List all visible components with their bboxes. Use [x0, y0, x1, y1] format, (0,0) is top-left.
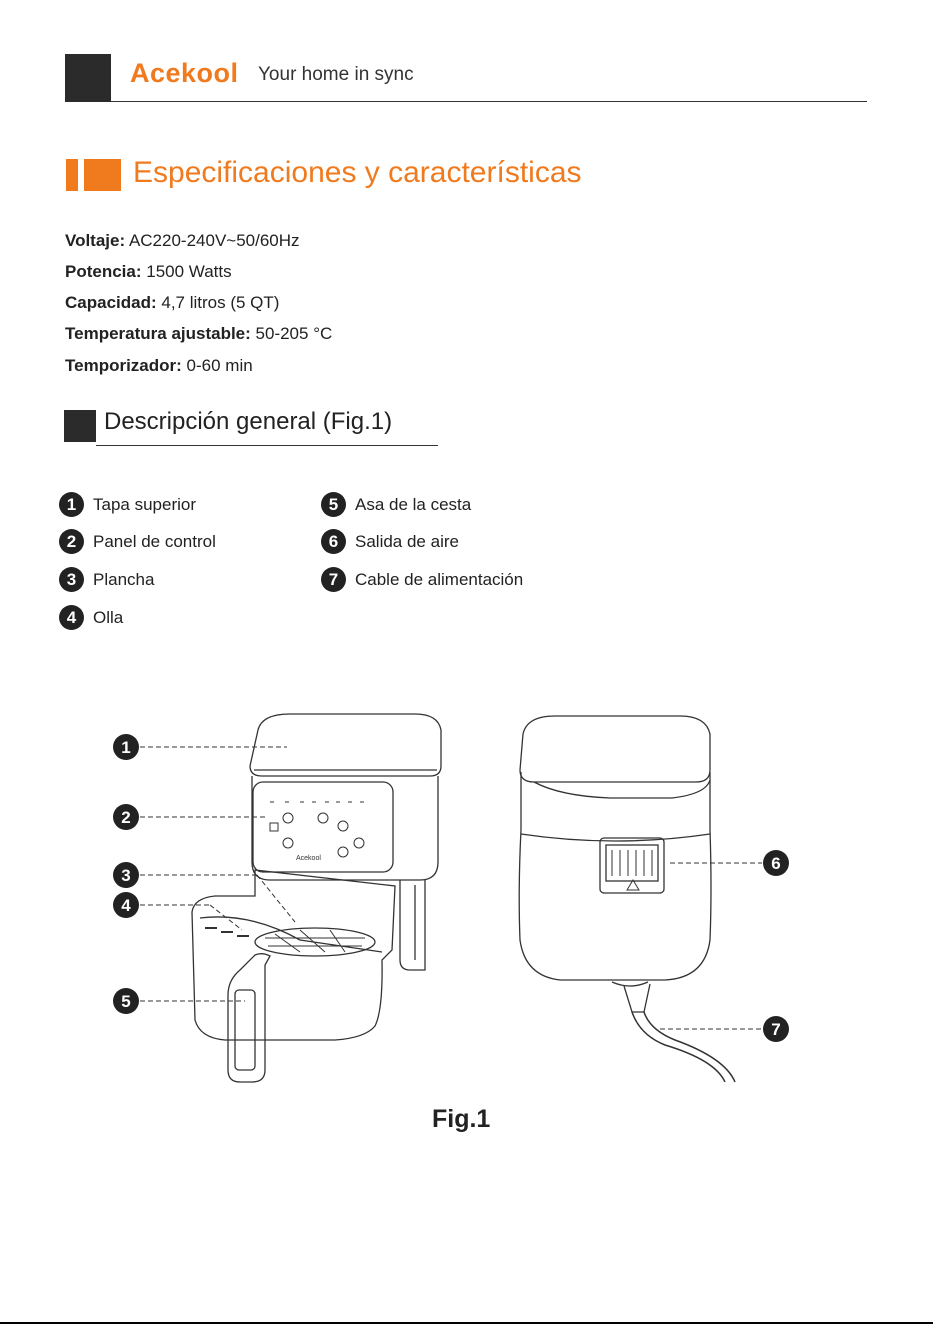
spec-label: Temperatura ajustable: — [65, 324, 251, 343]
callout-badge-2 — [113, 804, 139, 830]
part-number-badge: 7 — [321, 567, 346, 592]
callout-number: 4 — [121, 896, 131, 915]
spec-label: Voltaje: — [65, 231, 126, 250]
part-number-badge: 5 — [321, 492, 346, 517]
part-label: Plancha — [93, 569, 155, 589]
part-item: 7 Cable de alimentación — [321, 567, 523, 592]
brand-logo: Acekool — [130, 58, 239, 88]
part-item: 4 Olla — [59, 605, 123, 630]
part-item: 1 Tapa superior — [59, 492, 196, 517]
callout-badge-4 — [113, 892, 139, 918]
spec-value: AC220-240V~50/60Hz — [128, 231, 300, 250]
specs-title: Especificaciones y características — [133, 156, 582, 189]
part-label: Tapa superior — [93, 494, 197, 514]
part-label: Cable de alimentación — [355, 569, 524, 589]
rear-unit-drawing — [518, 715, 736, 1083]
part-number-badge: 1 — [59, 492, 84, 517]
spec-label: Potencia: — [65, 262, 142, 281]
part-number-badge: 3 — [59, 567, 84, 592]
callout-number: 3 — [121, 866, 130, 885]
callout-badge-3 — [113, 862, 139, 888]
callout-badge-1 — [113, 734, 139, 760]
spec-label: Capacidad: — [65, 293, 157, 312]
leader-lines — [140, 746, 762, 1030]
part-item: 6 Salida de aire — [321, 529, 459, 554]
callout-number: 6 — [771, 854, 780, 873]
part-label: Asa de la cesta — [355, 494, 472, 514]
part-label: Salida de aire — [355, 531, 459, 551]
front-unit-drawing: Acekool — [191, 713, 442, 1083]
callout-badges: 1 2 3 4 5 6 7 — [113, 734, 789, 1042]
part-item: 2 Panel de control — [59, 529, 216, 554]
part-number-badge: 2 — [59, 529, 84, 554]
part-number-badge: 6 — [321, 529, 346, 554]
spec-value: 4,7 litros (5 QT) — [161, 293, 280, 312]
part-number-badge: 4 — [59, 605, 84, 630]
spec-value: 0-60 min — [186, 356, 253, 375]
section-marker — [64, 410, 96, 442]
spec-voltage: Voltaje: AC220-240V~50/60Hz — [65, 231, 300, 251]
part-label: Panel de control — [93, 531, 216, 551]
part-label: Olla — [93, 607, 124, 627]
spec-label: Temporizador: — [65, 356, 182, 375]
overview-title: Descripción general (Fig.1) — [104, 408, 393, 435]
part-item: 5 Asa de la cesta — [321, 492, 471, 517]
spec-capacity: Capacidad: 4,7 litros (5 QT) — [65, 293, 279, 313]
spec-value: 50-205 °C — [255, 324, 333, 343]
header-rule — [111, 101, 867, 102]
spec-timer: Temporizador: 0-60 min — [65, 356, 253, 376]
callout-number: 1 — [121, 738, 130, 757]
callout-badge-7 — [763, 1016, 789, 1042]
header-block — [65, 54, 111, 102]
control-panel-buttons — [269, 801, 365, 858]
callout-badge-6 — [763, 850, 789, 876]
spec-value: 1500 Watts — [146, 262, 232, 281]
air-fryer-illustration: Acekool — [113, 713, 789, 1083]
callout-badge-5 — [113, 988, 139, 1014]
callout-number: 5 — [121, 992, 130, 1011]
callout-number: 7 — [771, 1020, 780, 1039]
figure-caption: Fig.1 — [432, 1105, 491, 1133]
panel-brand-text: Acekool — [296, 855, 321, 862]
section-marker-large — [84, 159, 121, 191]
page-bottom-rule — [0, 1322, 933, 1324]
part-item: 3 Plancha — [59, 567, 154, 592]
spec-temperature: Temperatura ajustable: 50-205 °C — [65, 324, 332, 344]
spec-power: Potencia: 1500 Watts — [65, 262, 232, 282]
brand-tagline: Your home in sync — [258, 64, 414, 85]
section-marker-small — [66, 159, 78, 191]
overview-rule — [96, 445, 438, 446]
callout-number: 2 — [121, 808, 130, 827]
